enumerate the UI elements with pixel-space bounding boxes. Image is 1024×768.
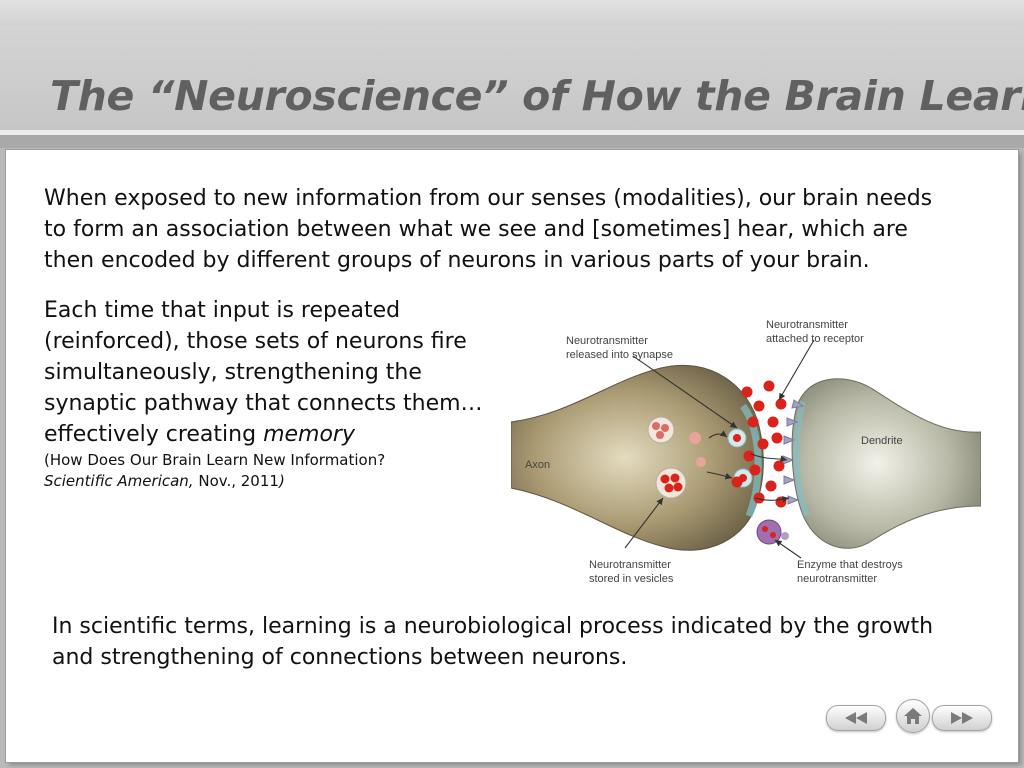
title-divider-dark xyxy=(0,135,1024,148)
citation-date: Nov., 2011 xyxy=(193,472,279,490)
receptors xyxy=(782,399,805,505)
label-stored-line2: stored in vesicles xyxy=(589,573,674,585)
reinforcement-text: Each time that input is repeated (reinfo… xyxy=(44,298,483,447)
pointer-lines xyxy=(624,339,815,559)
label-enzyme-line2: neurotransmitter xyxy=(797,573,877,585)
citation-journal: Scientific American, xyxy=(44,472,194,490)
citation: (How Does Our Brain Learn New Informatio… xyxy=(44,450,484,492)
title-divider-light xyxy=(0,130,1024,135)
fast-forward-icon xyxy=(951,712,973,724)
conclusion-paragraph: In scientific terms, learning is a neuro… xyxy=(52,614,934,670)
dendrite-membrane xyxy=(793,401,810,518)
reinforcement-paragraph: Each time that input is repeated (reinfo… xyxy=(44,295,484,450)
rewind-icon xyxy=(845,712,867,724)
label-attached-line2: attached to receptor xyxy=(766,333,864,345)
neurotransmitters xyxy=(731,380,787,508)
top-strip xyxy=(0,0,1024,26)
enzyme xyxy=(756,519,789,545)
next-slide-button[interactable] xyxy=(932,705,992,731)
label-axon: Axon xyxy=(525,459,550,471)
label-attached-line1: Neurotransmitter xyxy=(766,319,848,331)
title-band xyxy=(0,26,1024,130)
slide-content: When exposed to new information from our… xyxy=(6,150,1018,762)
memory-emphasis: memory xyxy=(263,422,355,447)
synapse-diagram: Neurotransmitter released into synapse N… xyxy=(511,319,981,585)
label-released-line2: released into synapse xyxy=(566,349,673,361)
dendrite xyxy=(791,378,981,549)
label-released-line1: Neurotransmitter xyxy=(566,335,648,347)
intro-paragraph: When exposed to new information from our… xyxy=(44,186,933,273)
home-button[interactable] xyxy=(896,699,930,733)
label-dendrite: Dendrite xyxy=(861,435,903,447)
label-stored-line1: Neurotransmitter xyxy=(589,559,671,571)
citation-title: (How Does Our Brain Learn New Informatio… xyxy=(44,451,386,469)
citation-close: ) xyxy=(278,472,285,490)
previous-slide-button[interactable] xyxy=(826,705,886,731)
slide-title: The “Neuroscience” of How the Brain Lear… xyxy=(50,72,1024,120)
label-enzyme-line1: Enzyme that destroys xyxy=(797,559,903,571)
home-icon xyxy=(904,708,922,724)
axon-terminal xyxy=(511,364,764,551)
slide-navigation xyxy=(826,699,996,735)
